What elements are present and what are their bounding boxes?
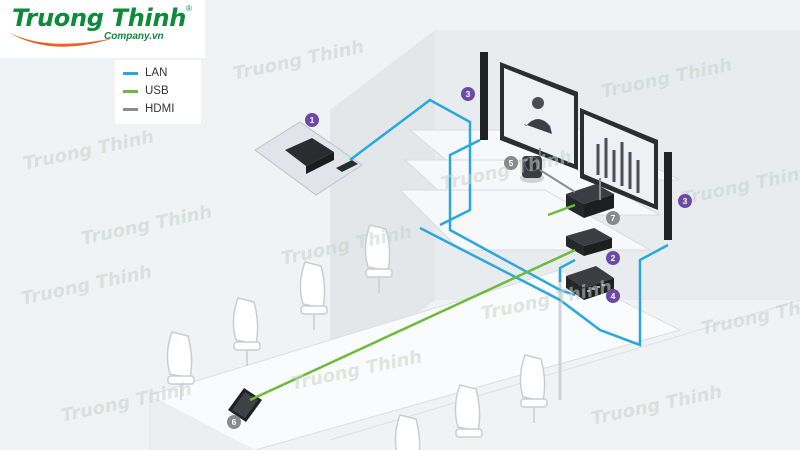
legend-label: HDMI <box>145 103 175 115</box>
badge-3-left: 3 <box>461 87 475 101</box>
speaker-right <box>664 152 672 240</box>
left-display <box>500 62 578 170</box>
legend-label: USB <box>145 85 169 97</box>
usb-cables <box>249 203 576 402</box>
badge-2: 2 <box>606 251 620 265</box>
chairs <box>166 224 548 450</box>
legend-item-usb: USB <box>123 84 169 98</box>
brand-registered: ® <box>186 4 192 13</box>
switch-2-box <box>566 228 612 256</box>
hdmi-swatch <box>123 107 138 111</box>
legend: LAN USB HDMI <box>115 60 201 124</box>
speaker-left <box>480 52 488 140</box>
legend-label: LAN <box>145 67 168 79</box>
lan-cables <box>349 98 669 347</box>
lan-swatch <box>123 71 138 75</box>
usb-swatch <box>123 89 138 93</box>
legend-item-lan: LAN <box>123 66 167 80</box>
badge-1: 1 <box>305 113 319 127</box>
legend-item-hdmi: HDMI <box>123 102 174 116</box>
network-switch-box <box>566 266 614 300</box>
badge-5: 5 <box>504 156 518 170</box>
ptz-camera <box>520 156 544 183</box>
badge-7: 7 <box>606 211 620 225</box>
brand-name: Truong Thinh <box>12 4 187 32</box>
badge-3-right: 3 <box>678 194 692 208</box>
badge-4: 4 <box>606 289 620 303</box>
badge-6: 6 <box>227 415 241 429</box>
ceiling-unit <box>254 121 363 196</box>
brand-swoosh-icon <box>8 32 114 47</box>
hdmi-cables <box>539 169 601 200</box>
brand-logo: Truong Thinh ® Company.vn <box>0 0 205 58</box>
brand-subtitle: Company.vn <box>104 31 164 42</box>
conference-table <box>149 269 682 450</box>
